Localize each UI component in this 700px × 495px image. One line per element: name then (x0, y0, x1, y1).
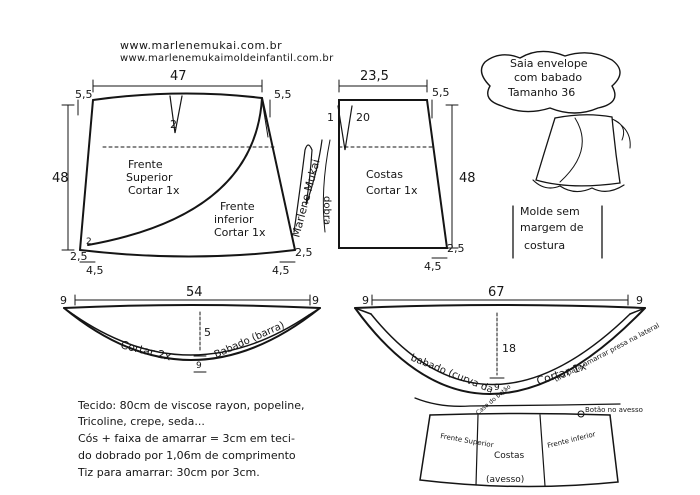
title-cloud (480, 50, 621, 114)
finished-skirt-drawing (414, 397, 621, 488)
small-ruffle-height: 5 (204, 326, 211, 339)
header-url-2: www.marlenemukaimoldeinfantil.com.br (120, 53, 334, 64)
materials-line-1: Tecido: 80cm de viscose rayon, popeline, (78, 399, 305, 412)
back-dart-length: 20 (356, 111, 370, 124)
note-bracket (512, 205, 603, 259)
front-hem-left-mark: 4,5 (86, 264, 104, 277)
front-hem-right-mark: 4,5 (272, 264, 290, 277)
skirt-sketch (532, 114, 631, 193)
large-ruffle-left-end: 9 (362, 294, 369, 307)
small-ruffle-right-end: 9 (312, 294, 319, 307)
materials-line-2: Tricoline, crepe, seda... (78, 415, 205, 428)
finished-front-inf: Frente inferior (547, 430, 597, 450)
title-line-2: com babado (514, 71, 583, 84)
front-bottom-left-mark: 2,5 (70, 250, 88, 263)
small-ruffle-label-2: Babado (barra) (213, 320, 287, 361)
front-width-label: 47 (170, 69, 187, 84)
back-dimension-lines (338, 79, 459, 259)
title-line-3: Tamanho 36 (508, 86, 576, 99)
title-line-1: Saia envelope (510, 57, 588, 70)
small-ruffle-left-end: 9 (60, 294, 67, 307)
front-lower-label-1: Frente (220, 200, 255, 213)
header-url-1: www.marlenemukai.com.br (120, 39, 283, 52)
materials-line-4: do dobrado por 1,06m de comprimento (78, 449, 296, 462)
back-fold-label: dobra (321, 196, 332, 225)
front-lower-label-3: Cortar 1x (214, 226, 266, 239)
front-dimension-lines (61, 79, 296, 263)
materials-line-5: Tiz para amarrar: 30cm por 3cm. (78, 466, 260, 479)
back-label-2: Cortar 1x (366, 184, 418, 197)
front-upper-label-2: Superior (126, 171, 173, 184)
front-lower-label-2: inferior (214, 213, 254, 226)
back-hem-right-mark: 4,5 (424, 260, 442, 273)
back-height-label: 48 (459, 171, 476, 186)
finished-inside: (avesso) (486, 475, 524, 485)
small-ruffle-band: 9 (196, 361, 202, 371)
large-ruffle-width: 67 (488, 285, 505, 300)
back-dart-width: 1 (327, 111, 334, 124)
small-ruffle-width: 54 (186, 285, 203, 300)
button-note: Botão no avesso (585, 406, 643, 414)
back-width-label: 23,5 (360, 69, 389, 84)
note-line-2: margem de (520, 221, 584, 234)
back-label-1: Costas (366, 168, 403, 181)
front-bottom-right-mark: 2,5 (295, 246, 313, 259)
front-top-left-mark: 5,5 (75, 88, 93, 101)
large-ruffle-height: 18 (502, 342, 516, 355)
large-ruffle-outline (354, 294, 646, 395)
front-top-right-mark: 5,5 (274, 88, 292, 101)
back-bottom-right-mark: 2,5 (447, 242, 465, 255)
tie-note: tira para amarrar presa na lateral (553, 321, 661, 383)
note-line-3: costura (524, 239, 566, 252)
front-dart-label: 2 (170, 118, 177, 131)
back-top-right-mark: 5,5 (432, 86, 450, 99)
small-ruffle-outline (63, 294, 321, 373)
small-ruffle-label-1: Cortar 2x (119, 338, 173, 363)
front-upper-label-3: Cortar 1x (128, 184, 180, 197)
note-line-1: Molde sem (520, 205, 580, 218)
signature-text: Marlene Mukai (289, 158, 322, 239)
front-piece-outline (79, 92, 296, 258)
finished-back: Costas (494, 451, 525, 461)
front-small-mark: 2 (86, 237, 92, 247)
finished-front-sup: Frente Superior (440, 432, 495, 449)
front-height-label: 48 (52, 171, 69, 186)
front-upper-label-1: Frente (128, 158, 163, 171)
signature-mark (293, 139, 331, 233)
large-ruffle-band: 9 (494, 383, 500, 393)
materials-line-3: Cós + faixa de amarrar = 3cm em teci- (78, 432, 295, 445)
large-ruffle-right-end: 9 (636, 294, 643, 307)
